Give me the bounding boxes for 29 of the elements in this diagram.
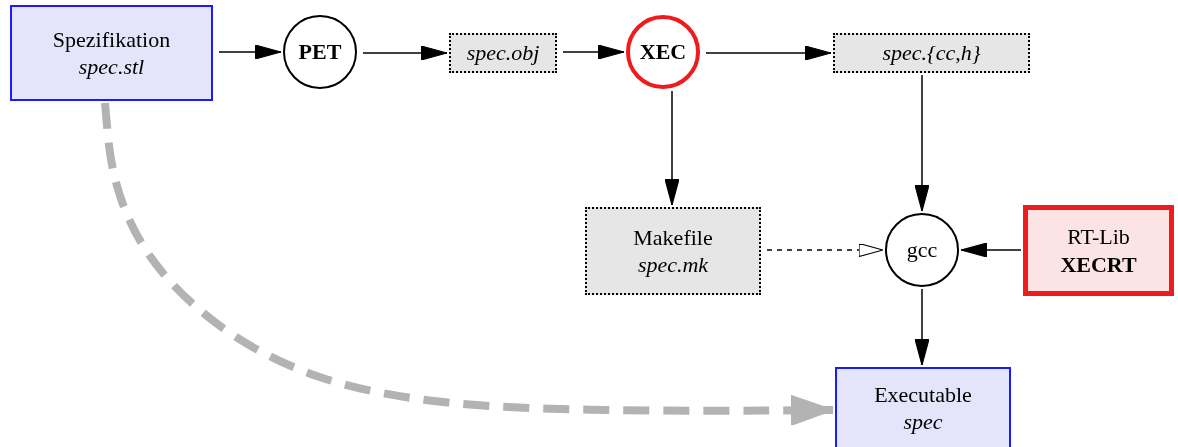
file-box [449,33,557,73]
arrow [218,44,282,60]
arrow [914,288,930,366]
node-label: PET [298,38,342,66]
input-box [835,367,1011,447]
node-label: gcc [906,236,938,264]
arrow [562,44,625,60]
node-label: Spezifikation [52,25,171,53]
arrow [362,45,448,61]
node-label: spec.obj [466,39,540,67]
file-name: XECRT [1060,250,1137,278]
node-label: Makefile [633,223,713,251]
node-label: XEC [639,38,687,66]
file-name: spec.stl [78,53,145,81]
curved-arrow [101,102,834,426]
arrow [705,45,832,61]
arrow [914,74,930,212]
arrow [766,242,884,258]
file-box [585,207,761,295]
node-label: Executable [874,380,972,408]
node-label: RT-Lib [1067,223,1130,251]
file-box [833,33,1030,73]
arrow [664,90,680,206]
file-name: spec.mk [637,251,709,279]
file-name: spec [903,408,943,436]
input-box [10,5,213,101]
arrow [960,242,1022,258]
library-box [1023,205,1174,296]
node-label: spec.{cc,h} [882,39,981,67]
